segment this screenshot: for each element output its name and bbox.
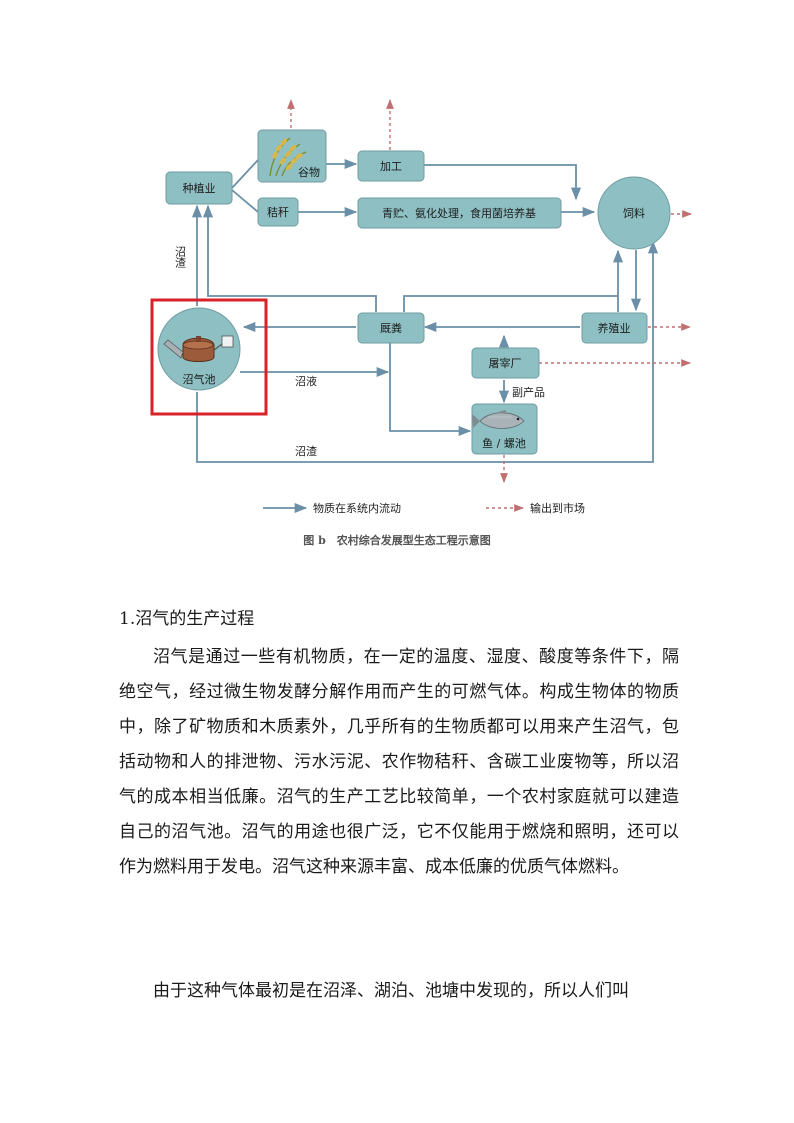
node-biogas-pool-label: 沼气池 — [183, 372, 216, 386]
node-processing: 加工 — [357, 150, 425, 182]
arrow-planting-grain — [231, 159, 259, 189]
edge-label-residue-bottom: 沼渣 — [295, 444, 317, 458]
node-processing-label: 加工 — [380, 160, 402, 173]
node-grain-label: 谷物 — [298, 165, 320, 179]
highlight-frame — [150, 298, 268, 416]
node-treatment-label: 青贮、氨化处理，食用菌培养基 — [382, 206, 536, 220]
paragraph: 沼气是通过一些有机物质，在一定的温度、湿度、酸度等条件下，隔绝空气，经过微生物发… — [119, 647, 679, 877]
figure-caption: 图 b 农村综合发展型生态工程示意图 — [303, 534, 491, 547]
grain-icon — [269, 137, 307, 177]
legend-market-output-label: 输出到市场 — [530, 501, 585, 515]
edge-label-liquid: 沼液 — [295, 374, 317, 388]
node-manure: 厩粪 — [357, 312, 425, 344]
arrow-planting-straw — [231, 189, 259, 213]
legend: 物质在系统内流动 输出到市场 — [263, 501, 585, 515]
node-manure-label: 厩粪 — [380, 321, 402, 335]
flow-arrows — [191, 158, 659, 463]
node-straw-label: 秸秆 — [267, 206, 289, 219]
paragraph: 由于这种气体最初是在沼泽、湖泊、池塘中发现的，所以人们叫 — [153, 981, 629, 1001]
eco-engineering-diagram: 种植业 谷物 秸秆 加工 — [150, 99, 692, 515]
node-fishpond: 鱼 / 螺池 — [471, 403, 538, 455]
legend-internal-flow-label: 物质在系统内流动 — [313, 501, 401, 515]
node-slaughter: 屠宰厂 — [471, 347, 540, 379]
arrow-manure-fishpond — [389, 343, 472, 437]
node-livestock: 养殖业 — [581, 312, 648, 344]
node-livestock-label: 养殖业 — [598, 321, 631, 335]
section-title: 1.沼气的生产过程 — [119, 609, 255, 629]
node-straw: 秸秆 — [257, 197, 299, 227]
arrow-manure-up — [403, 295, 618, 312]
node-treatment: 青贮、氨化处理，食用菌培养基 — [357, 197, 562, 229]
arrow-residue-bottom-feed — [196, 240, 659, 463]
node-biogas-pool: 沼气池 — [157, 307, 241, 391]
node-planting: 种植业 — [165, 171, 233, 205]
arrow-processing-feed — [424, 164, 582, 201]
node-slaughter-label: 屠宰厂 — [489, 356, 522, 370]
node-planting-label: 种植业 — [183, 181, 216, 195]
node-feed: 饲料 — [597, 176, 671, 250]
edge-label-byproduct: 副产品 — [512, 385, 545, 399]
fish-icon — [472, 410, 525, 429]
digester-icon — [163, 335, 234, 362]
edge-labels: 沼渣 沼液 沼渣 副产品 — [174, 245, 546, 458]
node-feed-label: 饲料 — [623, 206, 645, 220]
edge-label-residue-up: 沼渣 — [174, 245, 187, 268]
node-fishpond-label: 鱼 / 螺池 — [482, 436, 526, 450]
node-grain: 谷物 — [257, 129, 327, 183]
market-arrows — [287, 99, 692, 483]
arrow-manure-planting — [202, 204, 377, 312]
